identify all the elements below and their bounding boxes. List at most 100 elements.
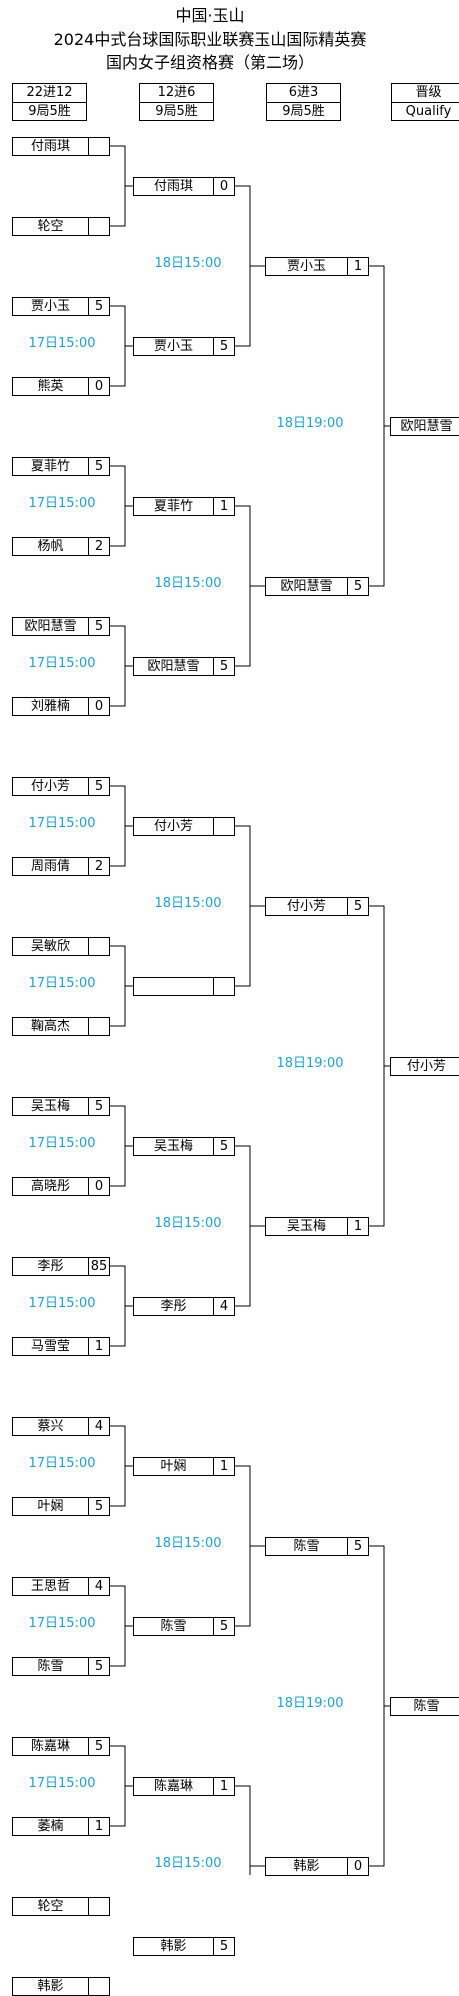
- r3-slot-3-player: 付小芳: [286, 899, 326, 914]
- r1-slot-20-player: 陈雪: [37, 1659, 64, 1674]
- r2-slot-4-score: 5: [213, 658, 234, 675]
- r1-match-time-9: 17日15:00: [28, 1456, 96, 1471]
- r2-slot-5-score: [213, 818, 234, 835]
- r1-match-time-4: 17日15:00: [28, 656, 96, 671]
- header-qualify-label: 晋级: [415, 85, 442, 100]
- r2-slot-9-player: 叶娴: [160, 1459, 187, 1474]
- r3-slot-6-score: 0: [347, 1858, 368, 1875]
- r3-slot-4-score: 1: [347, 1218, 368, 1235]
- r1-slot-5-score: 5: [88, 458, 109, 475]
- r1-slot-4-score: 0: [88, 378, 109, 395]
- r3-slot-2-score: 5: [347, 578, 368, 595]
- r2-slot-1-score: 0: [213, 178, 234, 195]
- r3-slot-5-player: 陈雪: [293, 1539, 320, 1554]
- r2-slot-9-score: 1: [213, 1458, 234, 1475]
- r2-slot-3-player: 夏菲竹: [153, 499, 193, 514]
- r2-match-time-4: 18日15:00: [154, 1216, 222, 1231]
- r2-match-time-1: 18日15:00: [154, 256, 222, 271]
- r2-slot-8-player: 李彤: [160, 1299, 187, 1314]
- r1-slot-18-score: 5: [88, 1498, 109, 1515]
- r3-match-time-2: 18日19:00: [276, 1056, 344, 1071]
- header-round-1-format: 9局5胜: [13, 102, 86, 121]
- r1-slot-10-score: 2: [88, 858, 109, 875]
- r1-slot-20-score: 5: [88, 1658, 109, 1675]
- r1-slot-23-score: [88, 1898, 109, 1915]
- r1-slot-13-score: 5: [88, 1098, 109, 1115]
- qualifier-1: 欧阳慧雪: [390, 417, 459, 436]
- r1-slot-11-score: [88, 938, 109, 955]
- r1-slot-6-score: 2: [88, 538, 109, 555]
- title-location: 中国·玉山: [175, 6, 245, 25]
- r2-slot-11-player: 陈嘉琳: [153, 1779, 193, 1794]
- r2-slot-7-score: 5: [213, 1138, 234, 1155]
- r1-slot-12-player: 鞠高杰: [30, 1019, 70, 1034]
- r1-slot-23-player: 轮空: [37, 1899, 64, 1914]
- r1-slot-2-player: 轮空: [37, 219, 64, 234]
- r1-slot-12: 鞠高杰: [12, 1017, 110, 1036]
- qualifier-3: 陈雪: [390, 1697, 459, 1716]
- r1-slot-3: 贾小玉 5: [12, 297, 110, 316]
- r1-slot-7-score: 5: [88, 618, 109, 635]
- r1-slot-21-score: 5: [88, 1738, 109, 1755]
- r1-slot-3-player: 贾小玉: [30, 299, 70, 314]
- header-round-1: 22进12 9局5胜: [12, 83, 87, 121]
- header-round-2: 12进6 9局5胜: [139, 83, 214, 121]
- r1-slot-2-score: [88, 218, 109, 235]
- r1-slot-18: 叶娴 5: [12, 1497, 110, 1516]
- r1-slot-6-player: 杨帆: [37, 539, 64, 554]
- r3-match-time-1: 18日19:00: [276, 416, 344, 431]
- r1-slot-9-player: 付小芳: [30, 779, 70, 794]
- r1-match-time-2: 17日15:00: [28, 336, 96, 351]
- r1-slot-3-score: 5: [88, 298, 109, 315]
- r3-slot-4-player: 吴玉梅: [286, 1219, 326, 1234]
- r2-slot-7-player: 吴玉梅: [153, 1139, 193, 1154]
- r1-slot-19: 王思哲 4: [12, 1577, 110, 1596]
- r1-slot-6: 杨帆 2: [12, 537, 110, 556]
- r1-match-time-3: 17日15:00: [28, 496, 96, 511]
- r2-slot-11: 陈嘉琳 1: [133, 1777, 235, 1796]
- r2-slot-6-score: [213, 978, 234, 995]
- r2-match-time-2: 18日15:00: [154, 576, 222, 591]
- r1-slot-18-player: 叶娴: [37, 1499, 64, 1514]
- r1-slot-20: 陈雪 5: [12, 1657, 110, 1676]
- r1-slot-19-score: 4: [88, 1578, 109, 1595]
- r1-slot-22-score: 1: [88, 1818, 109, 1835]
- r2-slot-4: 欧阳慧雪 5: [133, 657, 235, 676]
- r2-slot-5: 付小芳: [133, 817, 235, 836]
- r2-slot-6: [133, 977, 235, 996]
- r2-slot-5-player: 付小芳: [153, 819, 193, 834]
- r2-slot-3-score: 1: [213, 498, 234, 515]
- r1-slot-13-player: 吴玉梅: [30, 1099, 70, 1114]
- r2-slot-11-score: 1: [213, 1778, 234, 1795]
- r1-slot-12-score: [88, 1018, 109, 1035]
- r1-match-time-6: 17日15:00: [28, 976, 96, 991]
- r1-slot-17-score: 4: [88, 1418, 109, 1435]
- r1-match-time-7: 17日15:00: [28, 1136, 96, 1151]
- r2-slot-4-player: 欧阳慧雪: [147, 659, 200, 674]
- r1-slot-19-player: 王思哲: [30, 1579, 70, 1594]
- r1-match-time-5: 17日15:00: [28, 816, 96, 831]
- r1-slot-13: 吴玉梅 5: [12, 1097, 110, 1116]
- r1-slot-24-score: [88, 1978, 109, 1995]
- r1-slot-16-score: 1: [88, 1338, 109, 1355]
- r2-slot-7: 吴玉梅 5: [133, 1137, 235, 1156]
- r3-slot-1-score: 1: [347, 258, 368, 275]
- r1-match-time-10: 17日15:00: [28, 1616, 96, 1631]
- r1-slot-15-player: 李彤: [37, 1259, 64, 1274]
